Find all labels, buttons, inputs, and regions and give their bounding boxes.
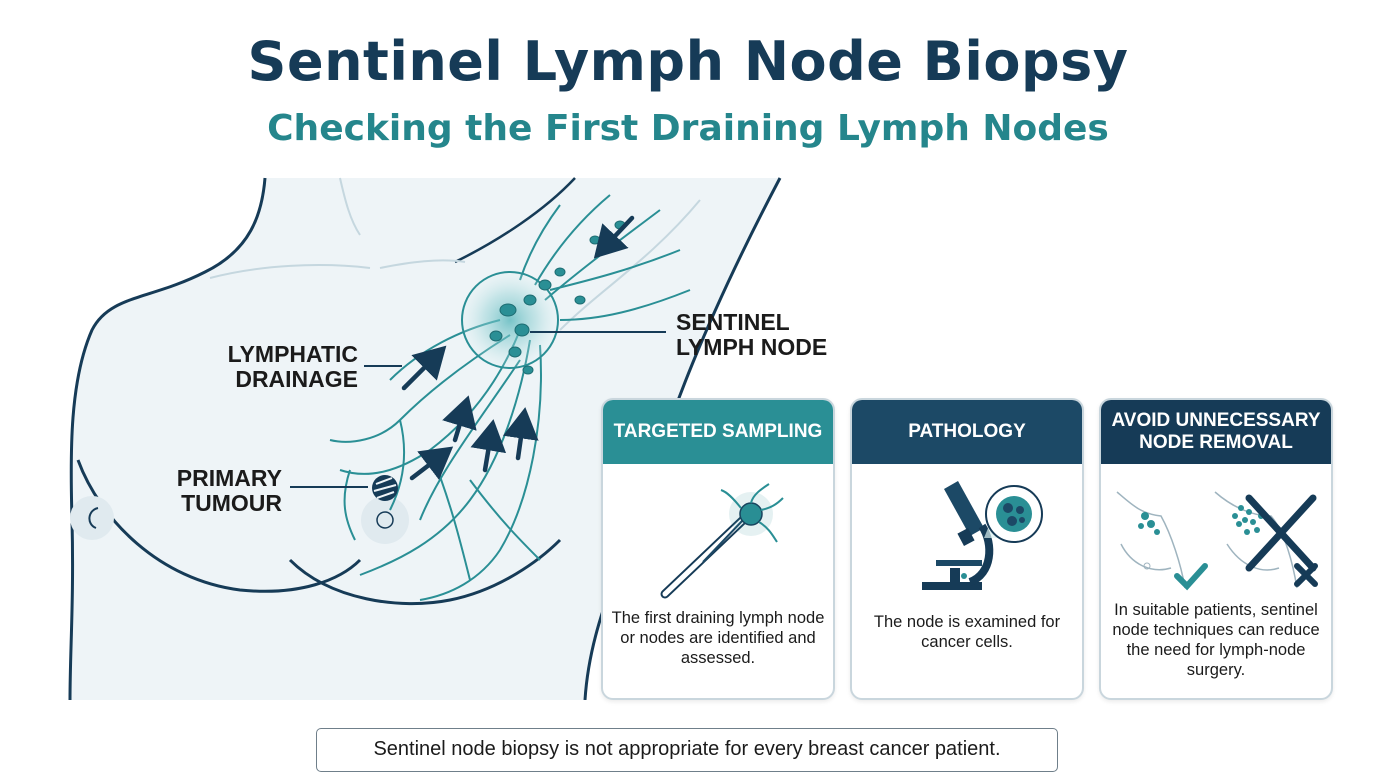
card-description: In suitable patients, sentinel node tech… <box>1112 601 1320 679</box>
drainage-arrows <box>401 215 635 481</box>
probe-node-icon <box>660 483 784 599</box>
card-targeted-sampling: TARGETED SAMPLING The first draining lym… <box>601 398 835 700</box>
primary-tumour-mark <box>372 475 398 501</box>
card-avoid-node-removal: AVOID UNNECESSARY NODE REMOVAL <box>1099 398 1333 700</box>
microscope-icon <box>922 481 1043 590</box>
check-cross-comparison-icon <box>1116 491 1318 591</box>
page-title: Sentinel Lymph Node Biopsy <box>247 30 1129 93</box>
card-title: TARGETED SAMPLING <box>603 400 833 464</box>
lymph-nodes <box>489 220 626 375</box>
card-description: The node is examined for cancer cells. <box>873 613 1061 651</box>
card-title: AVOID UNNECESSARY NODE REMOVAL <box>1101 400 1331 464</box>
page-subtitle: Checking the First Draining Lymph Nodes <box>267 108 1109 149</box>
footer-note: Sentinel node biopsy is not appropriate … <box>316 728 1058 772</box>
card-description: The first draining lymph node or nodes a… <box>611 609 825 667</box>
card-title: PATHOLOGY <box>852 400 1082 464</box>
card-pathology: PATHOLOGY The node is examined for cance… <box>850 398 1084 700</box>
